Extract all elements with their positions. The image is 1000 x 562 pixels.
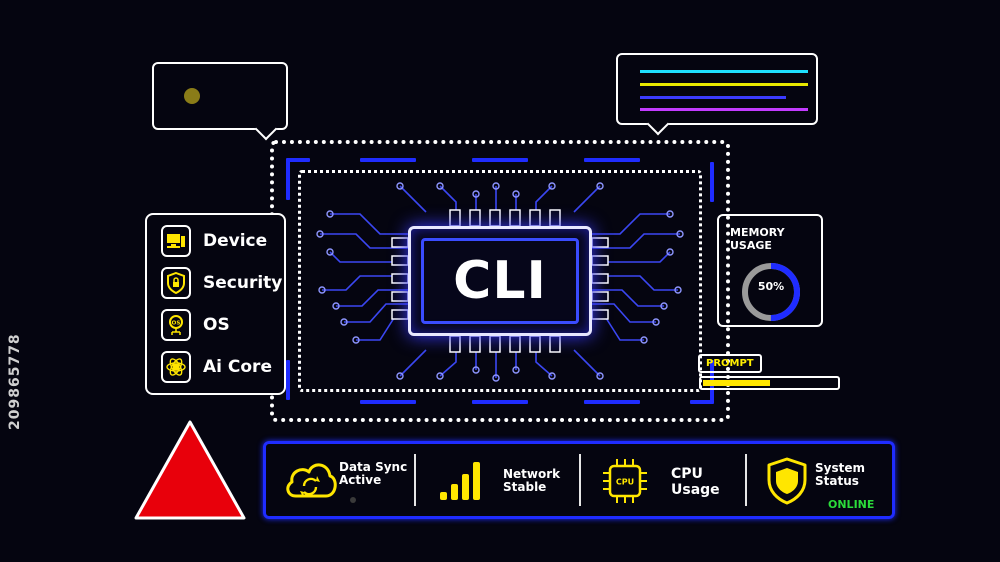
cli-label: CLI xyxy=(453,251,547,311)
frame-accent xyxy=(584,158,640,162)
cloud-sync-icon xyxy=(286,463,337,498)
status-divider xyxy=(745,454,747,506)
ai-core-icon xyxy=(161,351,191,383)
log-line-purple xyxy=(640,108,808,111)
log-line-yellow xyxy=(640,83,808,86)
prompt-tag: PROMPT xyxy=(698,354,762,373)
network-label: Network Stable xyxy=(503,467,561,494)
device-icon xyxy=(161,225,191,257)
memory-usage-title: MEMORY USAGE xyxy=(730,226,785,252)
frame-accent xyxy=(472,400,528,404)
menu-item-ai-core[interactable]: Ai Core xyxy=(161,351,279,387)
log-line-blue xyxy=(640,96,786,99)
warning-triangle-icon xyxy=(134,420,246,520)
frame-accent xyxy=(286,160,290,200)
cpu-usage-label: CPU Usage xyxy=(671,466,720,498)
signal-bars-icon xyxy=(440,462,480,500)
status-bubble-left xyxy=(152,62,288,141)
bubble-tail xyxy=(646,112,670,136)
menu-item-security[interactable]: Security xyxy=(161,267,283,303)
feature-menu: Device Security OS OS xyxy=(145,213,286,395)
prompt-progress-fill xyxy=(703,380,770,386)
system-shield-icon xyxy=(767,457,807,505)
circuit-traces xyxy=(316,182,684,382)
svg-text:OS: OS xyxy=(172,321,181,327)
memory-usage-panel: MEMORY USAGE 50% xyxy=(717,214,823,327)
cpu-icon-text: CPU xyxy=(616,478,634,487)
frame-accent xyxy=(472,158,528,162)
inner-dotted-frame xyxy=(298,170,702,392)
system-status-label: System Status xyxy=(815,461,865,488)
status-divider xyxy=(414,454,416,506)
os-icon: OS xyxy=(161,309,191,341)
memory-usage-gauge xyxy=(742,263,800,321)
indicator-dot-icon xyxy=(184,88,200,104)
log-line-cyan xyxy=(640,70,808,73)
menu-item-label: Device xyxy=(203,231,268,251)
memory-usage-value: 50% xyxy=(757,280,785,293)
security-shield-icon xyxy=(161,267,191,299)
frame-accent xyxy=(360,400,416,404)
frame-accent xyxy=(360,158,416,162)
menu-item-os[interactable]: OS OS xyxy=(161,309,279,345)
data-sync-dot-icon xyxy=(350,497,356,503)
menu-item-label: Ai Core xyxy=(203,357,272,377)
side-id-text: 209865778 xyxy=(7,333,23,430)
cli-chip-core: CLI xyxy=(421,238,579,324)
cpu-icon: CPU xyxy=(603,459,647,503)
system-status-panel: Data Sync Active Network Stable CPU CPU … xyxy=(263,441,895,519)
log-bubble-right xyxy=(616,53,818,136)
frame-accent xyxy=(690,400,714,404)
system-status-online-badge: ONLINE xyxy=(828,498,875,511)
cli-chip[interactable]: CLI xyxy=(408,226,592,336)
frame-accent xyxy=(286,360,290,400)
bubble-tail xyxy=(254,117,278,141)
frame-accent xyxy=(584,400,640,404)
menu-item-device[interactable]: Device xyxy=(161,225,279,261)
frame-accent xyxy=(710,162,714,202)
data-sync-label: Data Sync Active xyxy=(339,460,408,487)
memory-usage-ring xyxy=(742,263,800,321)
menu-item-label: OS xyxy=(203,315,230,335)
frame-accent xyxy=(286,158,310,162)
status-divider xyxy=(579,454,581,506)
menu-item-label: Security xyxy=(203,273,283,293)
prompt-progress-bar xyxy=(699,376,840,390)
